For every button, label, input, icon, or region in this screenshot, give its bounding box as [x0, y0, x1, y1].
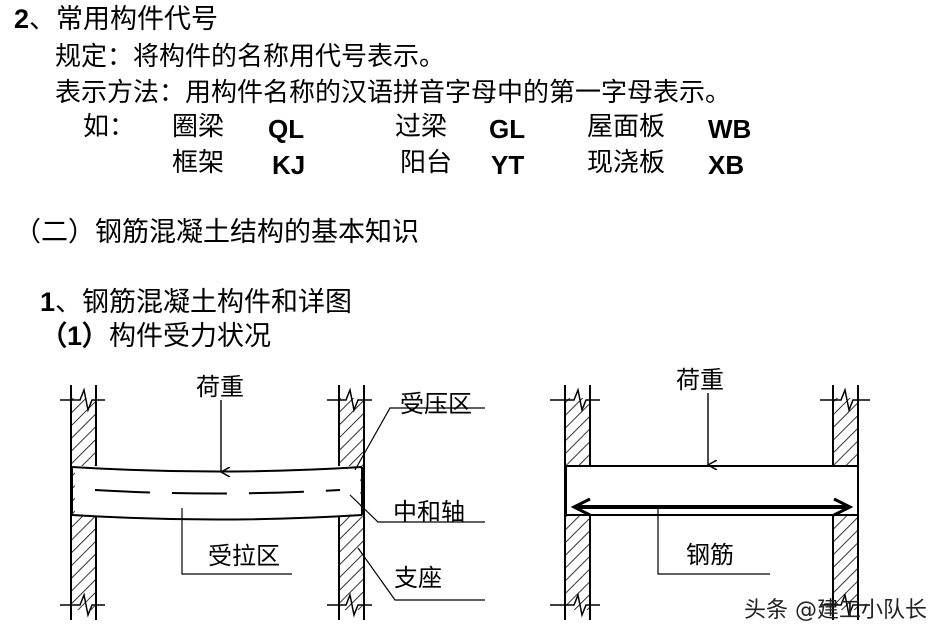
method-text: 表示方法：用构件名称的汉语拼音字母中的第一字母表示。	[55, 78, 732, 108]
load-label-left: 荷重	[196, 373, 244, 401]
subsection-1-number: 1	[40, 287, 56, 317]
rebar-line	[570, 497, 854, 517]
section-2-heading: 2、常用构件代号	[14, 4, 219, 35]
support-leader	[357, 547, 485, 601]
tension-zone-label: 受拉区	[208, 542, 280, 570]
subsection-1a-number: （1）	[40, 321, 110, 351]
left-beam-diagram	[60, 385, 485, 620]
code-yt: YT	[491, 150, 525, 180]
part-2-heading: （二）钢筋混凝土结构的基本知识	[14, 217, 419, 248]
right-beam-diagram	[550, 385, 870, 620]
neutral-axis-label: 中和轴	[393, 498, 465, 526]
code-wb: WB	[708, 114, 752, 144]
watermark: 头条 @建工小队长	[744, 598, 927, 623]
deflected-beam	[71, 466, 363, 521]
rebar-leader	[657, 509, 770, 575]
section-2-title: 、常用构件代号	[29, 4, 219, 35]
load-label-right: 荷重	[676, 366, 724, 394]
subsection-1a-title: 构件受力状况	[109, 321, 272, 352]
code-kj: KJ	[272, 150, 306, 180]
code-name-wb: 屋面板	[587, 112, 666, 142]
section-2-number: 2	[14, 4, 30, 34]
code-name-kj: 框架	[172, 148, 225, 178]
code-xb: XB	[708, 150, 745, 180]
code-name-gl: 过梁	[395, 112, 448, 142]
example-prefix: 如：	[83, 112, 136, 142]
code-ql: QL	[268, 114, 305, 144]
subsection-1a-heading: （1）构件受力状况	[40, 321, 272, 352]
subsection-1-title: 、钢筋混凝土构件和详图	[55, 287, 353, 318]
code-name-xb: 现浇板	[587, 148, 666, 178]
compression-leader	[354, 407, 485, 471]
compression-zone-label: 受压区	[400, 390, 472, 418]
rebar-label: 钢筋	[686, 541, 734, 569]
neutral-axis-leader	[349, 494, 485, 523]
rule-text: 规定：将构件的名称用代号表示。	[55, 42, 446, 72]
code-name-yt: 阳台	[400, 148, 453, 178]
subsection-1-heading: 1、钢筋混凝土构件和详图	[40, 287, 353, 318]
support-label: 支座	[394, 564, 442, 592]
code-name-ql: 圈梁	[172, 112, 225, 142]
code-gl: GL	[489, 114, 526, 144]
tension-bracket	[181, 508, 292, 575]
